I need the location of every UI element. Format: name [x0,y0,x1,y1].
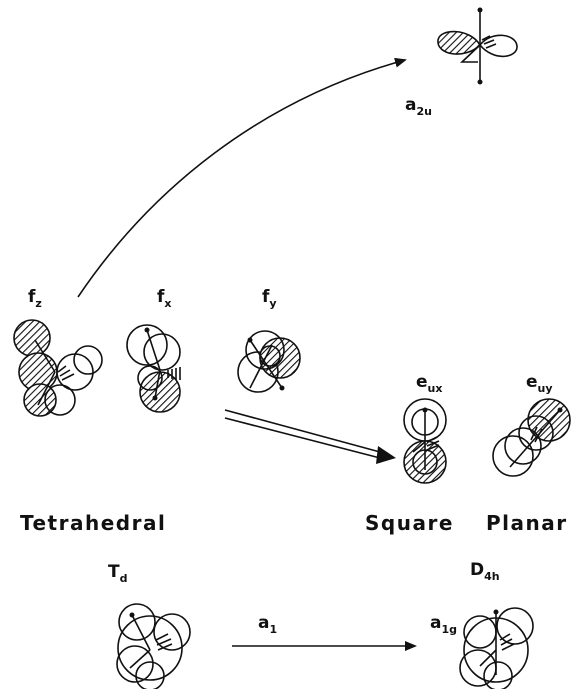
fx-tetrahedral-orbital-figure [126,324,181,413]
eux-label: eux [416,372,442,395]
tetrahedral-label: Tetrahedral [20,511,166,535]
a1-tetrahedral-orbital-figure [116,603,191,689]
d4h-label: D4h [470,560,500,583]
a2u-label: a2u [405,95,432,118]
planar-label: Planar [486,511,568,535]
fz-label: fz [28,287,42,310]
fz-tetrahedral-orbital-figure [13,319,103,417]
td-label: Td [108,562,127,585]
eux-square-planar-orbital-figure [403,398,447,484]
a1-label: a1 [258,613,277,636]
euy-label: euy [526,372,553,395]
fz-to-a2u-arrow [77,57,407,298]
fx-label: fx [157,287,172,310]
a2u-orbital-figure [437,7,518,85]
euy-square-planar-orbital-figure [492,398,571,477]
tetrahedral-to-square-planar-arrow [224,409,396,464]
a1g-label: a1g [430,613,457,636]
fy-tetrahedral-orbital-figure [237,330,301,393]
square-label: Square [365,511,454,535]
fy-label: fy [262,287,277,310]
a1g-square-planar-orbital-figure [459,607,534,689]
